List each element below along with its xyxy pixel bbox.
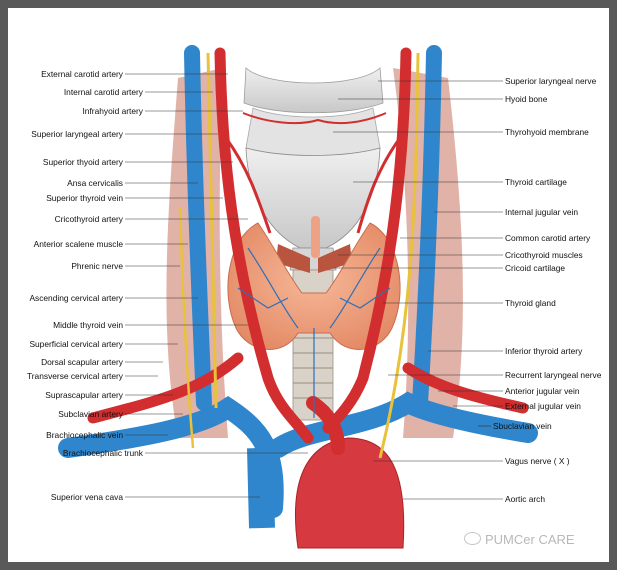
phrenic-nerve <box>178 207 195 449</box>
thyroid-venous-plexus <box>237 247 391 418</box>
label-middle-thyroid-vein: Middle thyroid vein <box>53 320 123 330</box>
pyramidal-lobe <box>311 216 320 258</box>
label-superior-thyoid-artery: Superior thyoid artery <box>42 157 123 167</box>
aortic-arch <box>294 437 405 549</box>
left-common-carotid <box>214 47 314 444</box>
watermark: PUMCer CARE <box>464 532 575 547</box>
label-hyoid-bone: Hyoid bone <box>505 94 548 104</box>
label-cricoid-cartilage: Cricoid cartilage <box>505 263 566 273</box>
label-anterior-scalene-muscle: Anterior scalene muscle <box>33 239 123 249</box>
label-superior-laryngeal-nerve: Superior laryngeal nerve <box>505 76 597 86</box>
thyroid-gland <box>227 222 401 350</box>
label-superior-vena-cava: Superior vena cava <box>50 492 123 502</box>
cricothyroid-muscles <box>276 244 352 273</box>
superior-thyroid-artery-right <box>356 137 402 234</box>
label-aortic-arch: Aortic arch <box>505 494 546 504</box>
thyrohyoid-membrane <box>245 107 381 156</box>
label-suprascapular-artery: Suprascapular artery <box>45 390 123 400</box>
superior-vena-cava <box>247 447 275 529</box>
label-anterior-jugular-vein: Anterior jugular vein <box>505 386 580 396</box>
label-subclavian-artery: Subclavian artery <box>58 409 123 419</box>
label-external-carotid-artery: External carotid artery <box>41 69 123 79</box>
label-ascending-cervical-artery: Ascending cervical artery <box>29 293 123 303</box>
label-dorsal-scapular-artery: Dorsal scapular artery <box>41 357 123 367</box>
hyoid-bone <box>243 67 384 114</box>
illustration-frame: External carotid artery Internal carotid… <box>8 8 609 562</box>
label-inferior-thyroid-artery: Inferior thyroid artery <box>505 346 583 356</box>
watermark-text: PUMCer CARE <box>485 532 575 547</box>
label-superficial-cervical-artery: Superficial cervical artery <box>29 339 123 349</box>
neck-anatomy-illustration <box>58 45 538 549</box>
label-cricothyroid-artery: Cricothyroid artery <box>54 214 123 224</box>
right-brachiocephalic-vein <box>268 391 538 458</box>
label-thyrohyoid-membrane: Thyrohyoid membrane <box>505 127 589 137</box>
label-internal-carotid-artery: Internal carotid artery <box>63 87 143 97</box>
label-internal-jugular-vein: Internal jugular vein <box>505 207 579 217</box>
infrahyoid-artery <box>242 112 387 125</box>
brachiocephalic-trunk <box>306 396 345 455</box>
label-recurrent-laryngeal-nerve: Recurrent laryngeal nerve <box>505 370 602 380</box>
vagus-nerve-right <box>378 52 420 459</box>
right-common-carotid <box>322 47 412 434</box>
label-brachiocephalic-vein: Brachiocephalic vein <box>46 430 123 440</box>
label-thyroid-cartilage: Thyroid cartilage <box>505 177 567 187</box>
label-transverse-cervical-artery: Transverse cervical artery <box>26 371 123 381</box>
superior-thyroid-artery-left <box>224 137 272 234</box>
label-brachiocephalic-trunk: Brachiocephalic trunk <box>62 448 143 458</box>
right-internal-jugular-vein <box>412 45 442 411</box>
label-phrenic-nerve: Phrenic nerve <box>71 261 123 271</box>
vagus-nerve-left <box>206 52 218 409</box>
label-common-carotid-artery: Common carotid artery <box>505 233 591 243</box>
left-subclavian-artery <box>87 352 244 424</box>
label-ansa-cervicalis: Ansa cervicalis <box>67 178 123 188</box>
label-superior-thyroid-vein: Superior thyroid vein <box>46 193 123 203</box>
left-internal-jugular-vein <box>184 45 212 411</box>
label-subclavian-vein: Sbuclavian vein <box>493 421 552 431</box>
label-external-jugular-vein: External jugular vein <box>505 401 581 411</box>
label-thyroid-gland: Thyroid gland <box>505 298 556 308</box>
label-superior-laryngeal-artery: Superior laryngeal artery <box>31 129 123 139</box>
label-vagus-nerve: Vagus nerve ( X ) <box>505 456 570 466</box>
label-cricothyroid-muscles: Cricothyroid muscles <box>505 250 583 260</box>
label-infrahyoid-artery: Infrahyoid artery <box>82 106 143 116</box>
chat-bubble-icon <box>464 532 481 545</box>
right-subclavian-artery <box>402 362 529 414</box>
